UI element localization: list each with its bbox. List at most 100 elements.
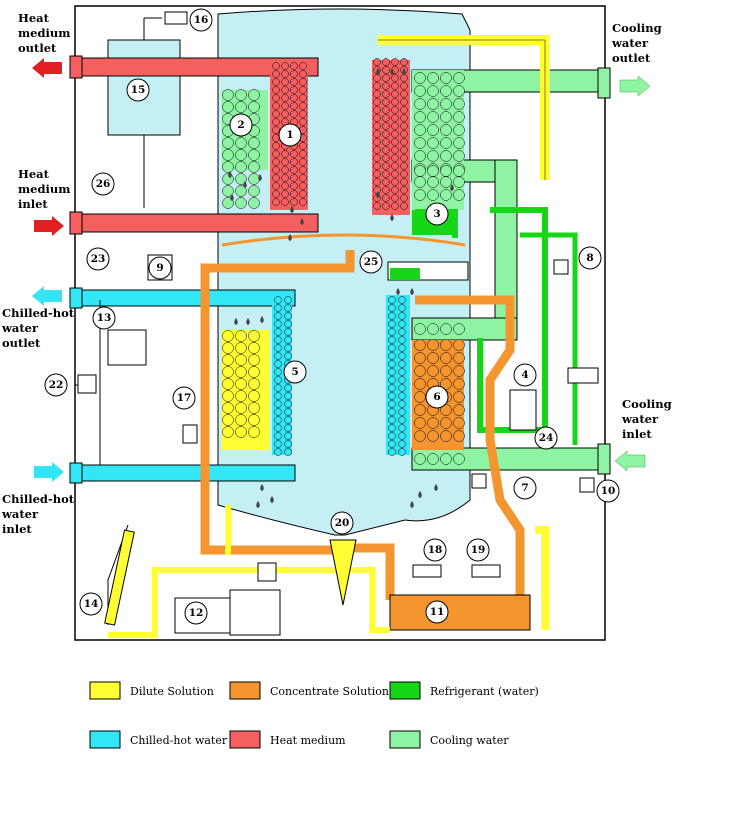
cooling-tubes-top-tube xyxy=(414,85,426,97)
generator-tubes-tube xyxy=(272,86,280,94)
cooling-tubes-top-tube xyxy=(427,98,439,110)
generator-tubes-tube xyxy=(299,78,307,86)
bundle-2-tubes-tube xyxy=(222,185,234,197)
heat-medium-inlet-arrow xyxy=(34,216,64,236)
droplet xyxy=(290,206,294,213)
svg-text:4: 4 xyxy=(521,369,528,381)
generator-tubes-tube xyxy=(299,174,307,182)
absorber-6-tubes-tube xyxy=(440,430,452,442)
droplet xyxy=(228,171,232,178)
cooling-tubes-top-tube xyxy=(453,72,465,84)
absorber-6-tubes-tube xyxy=(427,417,439,429)
evaporator-left-tubes-tube xyxy=(284,384,292,392)
condenser-tubes-tube xyxy=(382,66,390,74)
cooling-upper-row-tube xyxy=(453,165,465,177)
condenser-tubes-tube xyxy=(373,98,381,106)
cooling-mid-row-tube xyxy=(453,323,465,335)
generator-tubes-tube xyxy=(281,158,289,166)
absorber-5-tubes-tube xyxy=(248,354,260,366)
svg-text:7: 7 xyxy=(521,482,528,494)
evaporator-right-tubes-tube xyxy=(398,304,406,312)
generator-tubes-tube xyxy=(272,198,280,206)
condenser-tubes-tube xyxy=(400,106,408,114)
condenser-tubes-tube xyxy=(382,138,390,146)
svg-text:17: 17 xyxy=(177,392,192,404)
absorber-5-tubes-tube xyxy=(248,366,260,378)
bundle-2-tubes-tube xyxy=(222,149,234,161)
svg-text:22: 22 xyxy=(49,379,64,391)
condenser-tubes-tube xyxy=(400,90,408,98)
absorber-6-tubes-tube xyxy=(414,339,426,351)
absorber-6-tubes-tube xyxy=(414,352,426,364)
condenser-tubes-tube xyxy=(400,82,408,90)
generator-tubes-tube xyxy=(272,134,280,142)
generator-tubes-tube xyxy=(281,190,289,198)
svg-text:8: 8 xyxy=(586,252,593,264)
absorber-6-tubes-tube xyxy=(440,339,452,351)
generator-tubes-tube xyxy=(290,158,298,166)
legend-item-concentrate: Concentrate Solution xyxy=(229,681,389,700)
legend: Dilute Solution Concentrate Solution Ref… xyxy=(89,681,539,749)
cooling-tubes-top-tube xyxy=(427,124,439,136)
generator-tubes-tube xyxy=(299,102,307,110)
evaporator-right-tubes-tube xyxy=(398,352,406,360)
generator-tubes-tube xyxy=(272,190,280,198)
component-17: 17 xyxy=(172,386,196,410)
generator-tubes-tube xyxy=(272,182,280,190)
evaporator-right-tubes-tube xyxy=(388,352,396,360)
evaporator-right-tubes-tube xyxy=(388,384,396,392)
bundle-2-tubes-tube xyxy=(248,161,260,173)
generator-tubes-tube xyxy=(272,166,280,174)
component-15: 15 xyxy=(126,78,150,102)
absorber-6-tubes-tube xyxy=(427,430,439,442)
generator-tubes-tube xyxy=(299,150,307,158)
evaporator-left-tubes-tube xyxy=(284,328,292,336)
component-11: 11 xyxy=(425,600,449,624)
label-cooling-water-inlet: Cooling water inlet xyxy=(621,397,676,441)
cooling-mid-row-tube xyxy=(414,323,426,335)
evaporator-left-tubes-tube xyxy=(274,304,282,312)
absorber-6-tubes-tube xyxy=(427,365,439,377)
generator-tubes-tube xyxy=(299,190,307,198)
evaporator-left-tubes-tube xyxy=(274,384,282,392)
svg-text:5: 5 xyxy=(291,366,298,378)
condenser-tubes-tube xyxy=(373,138,381,146)
droplet xyxy=(270,496,274,503)
label-chilled-water-inlet: Chilled-hot water inlet xyxy=(1,492,78,536)
svg-text:Concentrate Solution: Concentrate Solution xyxy=(270,685,389,698)
generator-tubes-tube xyxy=(272,174,280,182)
svg-text:Heat medium: Heat medium xyxy=(270,734,346,747)
condenser-tubes-tube xyxy=(373,82,381,90)
generator-tubes-tube xyxy=(281,150,289,158)
cooling-tubes-top-tube xyxy=(414,98,426,110)
evaporator-left-tubes-tube xyxy=(274,376,282,384)
evaporator-left-tubes-tube xyxy=(274,432,282,440)
component-10: 10 xyxy=(596,479,620,503)
evaporator-left-tubes-tube xyxy=(274,360,282,368)
svg-text:11: 11 xyxy=(430,606,445,618)
droplet xyxy=(410,288,414,295)
absorber-6-tubes-tube xyxy=(414,417,426,429)
cooling-inlet-row-tube xyxy=(427,453,439,465)
generator-tubes-tube xyxy=(281,94,289,102)
absorber-5-tubes-tube xyxy=(235,414,247,426)
evaporator-right-tubes-tube xyxy=(398,312,406,320)
generator-tubes-tube xyxy=(299,182,307,190)
evaporator-left-tubes-tube xyxy=(274,392,282,400)
label-chilled-water-outlet: Chilled-hot water outlet xyxy=(1,306,78,350)
component-26: 26 xyxy=(91,172,115,196)
evaporator-right-tubes-tube xyxy=(388,368,396,376)
evaporator-left-tubes-tube xyxy=(274,400,282,408)
svg-text:6: 6 xyxy=(433,391,440,403)
absorber-6-tubes-tube xyxy=(440,352,452,364)
condenser-tubes-tube xyxy=(400,194,408,202)
generator-tubes-tube xyxy=(299,86,307,94)
condenser-tubes-tube xyxy=(373,202,381,210)
absorber-5-tubes-tube xyxy=(235,378,247,390)
condenser-tubes-tube xyxy=(382,162,390,170)
condenser-tubes-tube xyxy=(382,98,390,106)
evaporator-right-tubes-tube xyxy=(388,408,396,416)
cooling-tubes-top-tube xyxy=(427,176,439,188)
cooling-tubes-top-tube xyxy=(440,98,452,110)
cooling-inlet-row-tube xyxy=(453,453,465,465)
